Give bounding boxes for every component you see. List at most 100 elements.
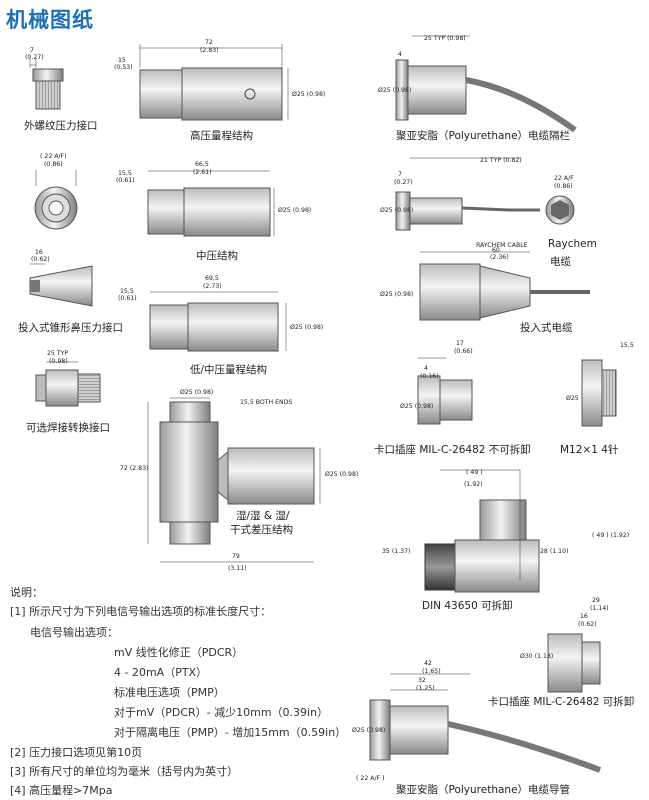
m12-drawing — [581, 359, 617, 427]
dim-16b-in: (0.62) — [578, 621, 597, 628]
caption-high-range: 高压量程结构 — [190, 130, 253, 142]
weld-adapter-drawing — [35, 361, 101, 407]
caption-raychem-2: 电缆 — [550, 256, 571, 268]
note-1c: 4 - 20mA（PTX） — [114, 666, 208, 679]
dim-25-high: Ø25 (0.98) — [292, 90, 325, 98]
din-drawing — [424, 469, 540, 593]
dim-16: 16 — [35, 249, 43, 256]
dim-25-wet-r: Ø25 (0.98) — [325, 470, 358, 478]
dim-25-pu: Ø25 (0.98) — [378, 86, 411, 94]
dim-25-conduit: Ø25 (0.98) — [352, 726, 385, 734]
dim-both: 15,5 BOTH ENDS — [240, 399, 292, 406]
caption-bayonet-removable: 卡口插座 MIL-C-26482 可拆卸 — [488, 696, 635, 708]
dim-49v: ( 49 ) (1.92) — [592, 532, 629, 539]
dim-25-low: Ø25 (0.98) — [290, 323, 323, 331]
dim-21: 21 TYP (0.82) — [480, 157, 522, 164]
dim-66: 66,5 — [195, 161, 209, 168]
dim-695-in: (2.73) — [203, 283, 222, 290]
caption-pu-gland: 聚亚安脂（Polyurethane）电缆隔栏 — [396, 130, 571, 142]
pu-gland-drawing — [395, 35, 577, 133]
note-1f: 对于隔离电压（PMP）- 增加15mm（0.59in） — [114, 726, 347, 739]
external-thread-drawing — [29, 58, 64, 110]
dim-7-in: (0.27) — [25, 54, 44, 61]
dim-155: 15,5 — [118, 170, 132, 177]
dim-16-in: (0.62) — [31, 256, 50, 263]
caption-raychem-1: Raychem — [548, 238, 597, 250]
note-1: [1] 所示尺寸为下列电信号输出选项的标准长度尺寸： — [10, 605, 272, 618]
dim-30: Ø30 (1.18) — [520, 652, 553, 660]
dim-155-in: (0.61) — [116, 177, 135, 184]
dim-28: 28 (1.10) — [540, 548, 568, 555]
notes-heading: 说明： — [10, 586, 43, 599]
dim-25-sub: Ø25 (0.98) — [380, 290, 413, 298]
dim-66-in: (2.61) — [193, 169, 212, 176]
dim-22af: ( 22 A/F) — [40, 153, 67, 160]
dim-25t: 25 TYP (0.98) — [424, 35, 466, 42]
note-3: [3] 所有尺寸的单位均为毫米（括号内为英寸） — [10, 765, 239, 778]
dim-16b: 16 — [580, 613, 588, 620]
dim-17: 17 — [456, 340, 464, 347]
caption-low-mid-range: 低/中压量程结构 — [190, 364, 268, 376]
dim-4b: 4 — [424, 365, 428, 372]
caption-bayonet-fixed: 卡口插座 MIL-C-26482 不可拆卸 — [374, 444, 531, 456]
dim-155-m12: 15,5 — [620, 342, 634, 349]
dim-7: 7 — [30, 47, 34, 54]
raychem-drawing — [395, 157, 575, 231]
caption-cone-nose: 投入式锥形鼻压力接口 — [18, 322, 123, 334]
cone-nose-drawing — [29, 263, 93, 307]
caption-submersible: 投入式电缆 — [520, 322, 573, 334]
dim-raychem-cable: RAYCHEM CABLE — [476, 242, 528, 249]
note-1e: 对于mV（PDCR）- 减少10mm（0.39in） — [114, 706, 329, 719]
low-mid-range-drawing — [149, 291, 287, 352]
dim-22af-in: (0.86) — [44, 161, 63, 168]
dim-695: 69,5 — [205, 275, 219, 282]
dim-25-wet: Ø25 (0.98) — [180, 388, 213, 396]
dim-25-ray: Ø25 (0.98) — [380, 206, 413, 214]
dim-155-low: 15,5 — [120, 288, 134, 295]
wet-wet-drawing — [147, 397, 321, 563]
dim-22af-ray: 22 A/F — [554, 175, 574, 182]
caption-weld-adapter: 可选焊接转换接口 — [26, 422, 110, 434]
dim-29: 29 — [592, 597, 600, 604]
dim-4: 4 — [398, 51, 402, 58]
end-view-drawing — [34, 170, 78, 230]
dim-22af-conduit: ( 22 A/F ) — [356, 775, 384, 782]
dim-25typ-in: (0.98) — [49, 358, 68, 365]
dimension-labels: 7 (0.27) 72 (2.83) 15 (0.53) Ø25 (0.98) … — [25, 35, 634, 782]
dim-72-in: (2.83) — [200, 47, 219, 54]
caption-din: DIN 43650 可拆卸 — [422, 600, 513, 612]
dim-60: 60 — [492, 247, 500, 254]
dim-192: (1.92) — [464, 481, 483, 488]
caption-pu-conduit: 聚亚安脂（Polyurethane）电缆导管 — [396, 784, 571, 796]
dim-22af-ray-in: (0.86) — [554, 183, 573, 190]
dim-15: 15 — [118, 57, 126, 64]
caption-wet-wet-1: 湿/湿 & 湿/ — [236, 510, 290, 522]
bayonet-fixed-drawing — [417, 357, 473, 425]
dim-7-ray: 7 — [398, 171, 402, 178]
dim-42: 42 — [424, 660, 432, 667]
dim-25-bay: Ø25 (0.98) — [400, 402, 433, 410]
caption-external-thread: 外螺纹压力接口 — [24, 120, 98, 132]
dim-79: 79 — [232, 553, 240, 560]
high-range-drawing — [139, 44, 289, 121]
dim-79-in: (3.11) — [228, 565, 247, 572]
dim-32-in: (1.25) — [416, 685, 435, 692]
dim-25typ: 25 TYP — [47, 350, 68, 357]
dim-42-in: (1.65) — [422, 668, 441, 675]
dim-32: 32 — [418, 677, 426, 684]
note-2: [2] 压力接口选项见第10页 — [10, 746, 143, 759]
dim-25-mid: Ø25 (0.98) — [278, 206, 311, 214]
submersible-drawing — [419, 251, 590, 321]
note-1a: 电信号输出选项： — [30, 626, 118, 639]
caption-m12: M12×1 4针 — [560, 444, 619, 456]
dim-60-in: (2.36) — [490, 254, 509, 261]
dim-4b-in: (0.16) — [420, 373, 439, 380]
dim-29-in: (1.14) — [590, 605, 609, 612]
pu-conduit-drawing — [369, 673, 602, 773]
note-1b: mV 线性化修正（PDCR） — [114, 646, 244, 659]
dim-155-low-in: (0.61) — [118, 295, 137, 302]
dim-72: 72 — [205, 39, 213, 46]
page-title: 机械图纸 — [6, 8, 94, 32]
dim-35: 35 (1.37) — [382, 548, 410, 555]
